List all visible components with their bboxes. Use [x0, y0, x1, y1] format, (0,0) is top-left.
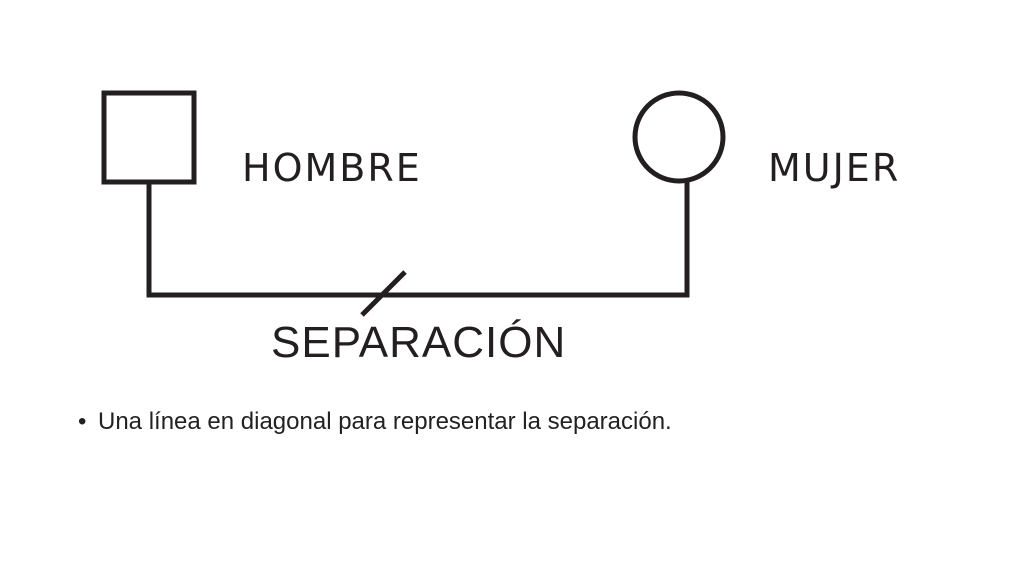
- relationship-line: [146, 181, 690, 298]
- separation-label: SEPARACIÓN: [271, 318, 566, 367]
- separation-slash: [360, 270, 407, 317]
- female-circle-symbol: [632, 90, 726, 184]
- bullet-item: • Una línea en diagonal para representar …: [78, 408, 672, 436]
- bullet-marker: •: [78, 408, 87, 435]
- bullet-text: Una línea en diagonal para representar l…: [98, 408, 672, 435]
- female-label: MUJER: [768, 146, 900, 190]
- male-square-symbol: [101, 90, 197, 185]
- male-label: HOMBRE: [242, 146, 422, 190]
